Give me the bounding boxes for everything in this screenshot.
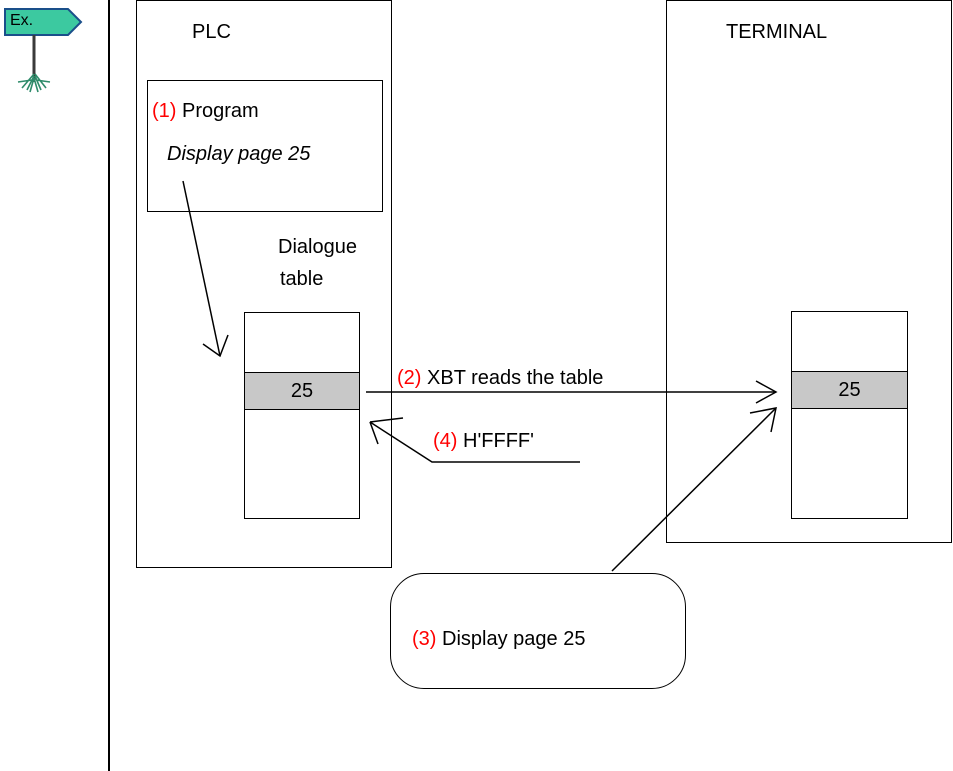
step-1-number: (1): [152, 100, 177, 122]
step-3-callout: [390, 573, 686, 689]
arrow-program-to-table: [182, 180, 229, 358]
dialogue-table-label-line1: Dialogue: [278, 236, 357, 258]
example-sign-label: Ex.: [10, 12, 34, 29]
step-2-text: XBT reads the table: [427, 367, 604, 389]
step-3-text: Display page 25: [442, 628, 586, 650]
arrow-xbt-reads: [366, 380, 778, 404]
step-2-label: (2) XBT reads the table: [397, 368, 603, 388]
step-2-number: (2): [397, 367, 422, 389]
step-3-number: (3): [412, 628, 437, 650]
margin-divider: [108, 0, 110, 771]
step-4-text: H'FFFF': [463, 430, 534, 452]
step-4-label: (4) H'FFFF': [433, 431, 534, 451]
plc-table-cell-value: 25: [244, 372, 360, 410]
dialogue-table-label-line2: table: [280, 268, 324, 290]
terminal-table-cell-value: 25: [791, 371, 908, 409]
program-box: [147, 80, 383, 212]
step-4-number: (4): [433, 430, 458, 452]
plc-dialogue-table: [244, 312, 360, 519]
program-action: Display page 25: [167, 143, 311, 165]
terminal-table: [791, 311, 908, 519]
arrow-display-to-terminal: [611, 407, 777, 572]
step-3-label: (3) Display page 25: [412, 629, 585, 649]
arrow-reset-ffff: [369, 417, 580, 463]
program-title: Program: [182, 100, 259, 122]
terminal-title: TERMINAL: [726, 21, 828, 43]
plc-title: PLC: [192, 21, 231, 43]
program-heading: (1) Program: [152, 101, 259, 121]
example-signpost-icon: Ex.: [2, 4, 84, 96]
